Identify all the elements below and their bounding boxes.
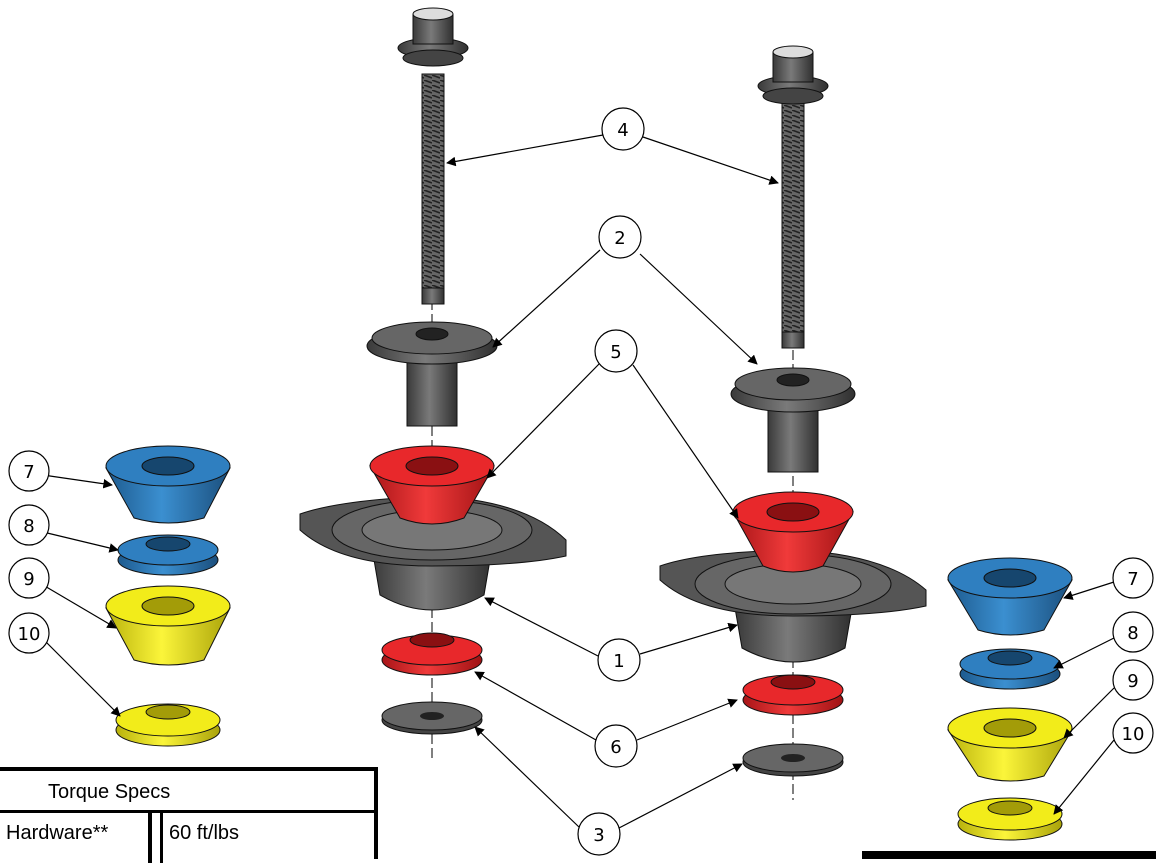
callout-9-right: 9 [1112,659,1154,701]
table-row: Hardware** 60 ft/lbs [0,813,374,863]
housing-left [299,495,567,611]
leader-lines [42,134,1115,829]
isolator-red-bottom-right [742,674,844,716]
svg-text:1: 1 [613,651,624,672]
svg-text:5: 5 [610,342,621,363]
svg-text:6: 6 [610,737,621,758]
svg-text:4: 4 [617,120,628,141]
bolt-right [757,45,829,349]
bushing-blue-small-left [117,534,219,576]
callout-7-left: 7 [8,450,50,492]
callout-1: 1 [597,638,641,682]
callout-4: 4 [601,107,645,151]
callout-7-right: 7 [1112,557,1154,599]
svg-text:8: 8 [1127,623,1138,644]
callout-2: 2 [598,215,642,259]
washer-right [742,743,844,777]
svg-text:7: 7 [23,462,34,483]
torque-specs-title: Torque Specs [0,771,374,813]
callout-3: 3 [577,812,621,856]
svg-text:10: 10 [1122,724,1145,745]
sleeve-washer-left [366,321,498,427]
svg-text:9: 9 [1127,671,1138,692]
isolator-red-bottom-left [381,632,483,676]
svg-text:2: 2 [614,228,625,249]
svg-text:8: 8 [23,516,34,537]
svg-text:10: 10 [18,624,41,645]
torque-item-cell: Hardware** [0,813,152,863]
torque-specs-table: Torque Specs Hardware** 60 ft/lbs [0,767,378,863]
sleeve-washer-right [730,367,856,473]
callout-9-left: 9 [8,557,50,599]
callout-10-right: 10 [1112,712,1154,754]
torque-value-cell: 60 ft/lbs [160,813,374,863]
isolator-red-top-left [369,445,495,525]
bushing-yellow-large-left [105,585,231,666]
callout-5: 5 [594,329,638,373]
bushing-blue-small-right [959,648,1061,690]
callout-8-left: 8 [8,504,50,546]
svg-text:7: 7 [1127,569,1138,590]
title-block-border [862,851,1156,859]
housing-right [659,549,927,663]
bolt-left [397,7,469,305]
svg-text:9: 9 [23,569,34,590]
bushing-blue-large-right [947,557,1073,636]
bushing-yellow-large-right [947,707,1073,782]
isolator-red-top-right [732,491,854,573]
svg-text:3: 3 [593,825,604,846]
callout-10-left: 10 [8,612,50,654]
bushing-blue-large-left [105,445,231,524]
bushing-yellow-small-left [115,703,221,747]
callout-6: 6 [594,724,638,768]
washer-left [381,701,483,735]
callout-8-right: 8 [1112,611,1154,653]
bushing-yellow-small-right [957,797,1063,841]
